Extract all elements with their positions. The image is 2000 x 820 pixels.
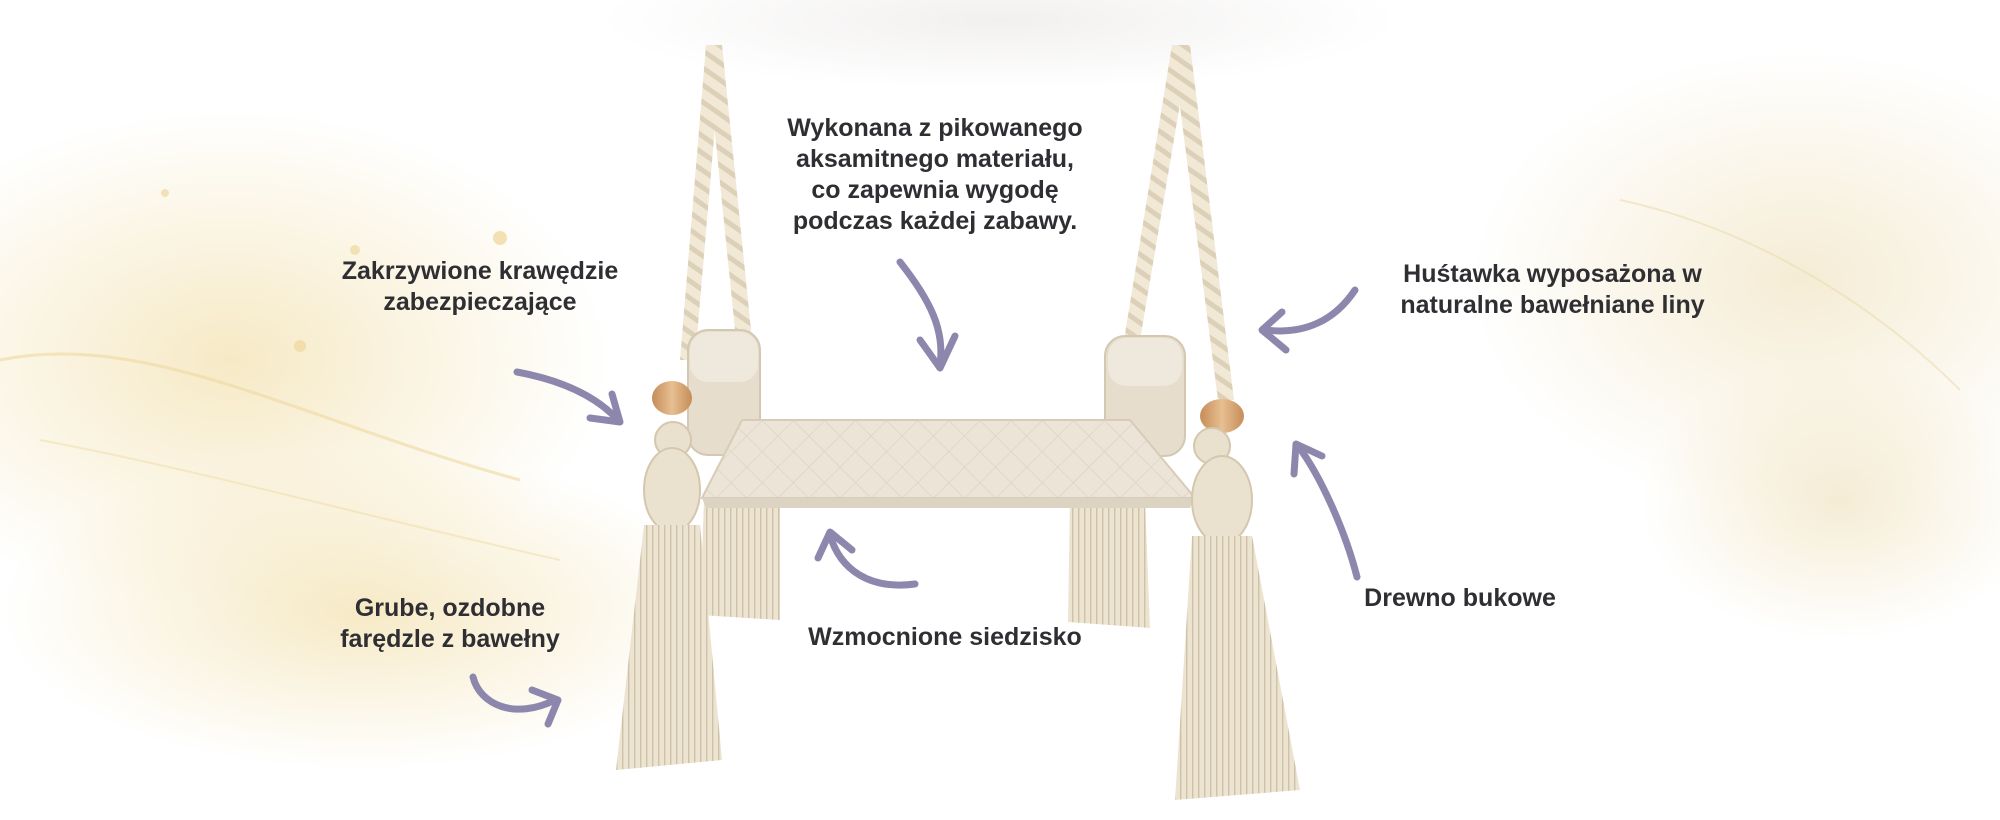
label-cotton-tassels: Grube, ozdobne farędzle z bawełny xyxy=(340,594,560,653)
right-wood-knob xyxy=(1200,399,1244,433)
left-wood-knob xyxy=(652,381,692,415)
left-rope xyxy=(680,45,752,360)
quilted-seat xyxy=(700,419,1198,508)
label-beech-wood: Drewno bukowe xyxy=(1364,584,1556,612)
back-right-tassel xyxy=(1068,500,1150,628)
label-reinforced-seat: Wzmocnione siedzisko xyxy=(808,623,1082,651)
arrow-ropes xyxy=(1258,286,1359,354)
front-left-tassel xyxy=(616,447,722,770)
back-left-tassel xyxy=(700,500,780,620)
label-curved-edges: Zakrzywione krawędzie zabezpieczające xyxy=(341,257,619,316)
right-rope xyxy=(1124,45,1234,400)
front-right-tassel xyxy=(1175,455,1300,800)
label-velvet-material: Wykonana z pikowanego aksamitnego materi… xyxy=(787,114,1083,235)
arrow-seat xyxy=(814,528,919,589)
arrow-velvet xyxy=(896,258,959,372)
arrow-tassels xyxy=(469,673,562,728)
label-cotton-ropes: Huśtawka wyposażona w naturalne bawełnia… xyxy=(1400,260,1705,319)
arrow-edges xyxy=(513,368,624,426)
arrow-wood xyxy=(1290,440,1361,581)
